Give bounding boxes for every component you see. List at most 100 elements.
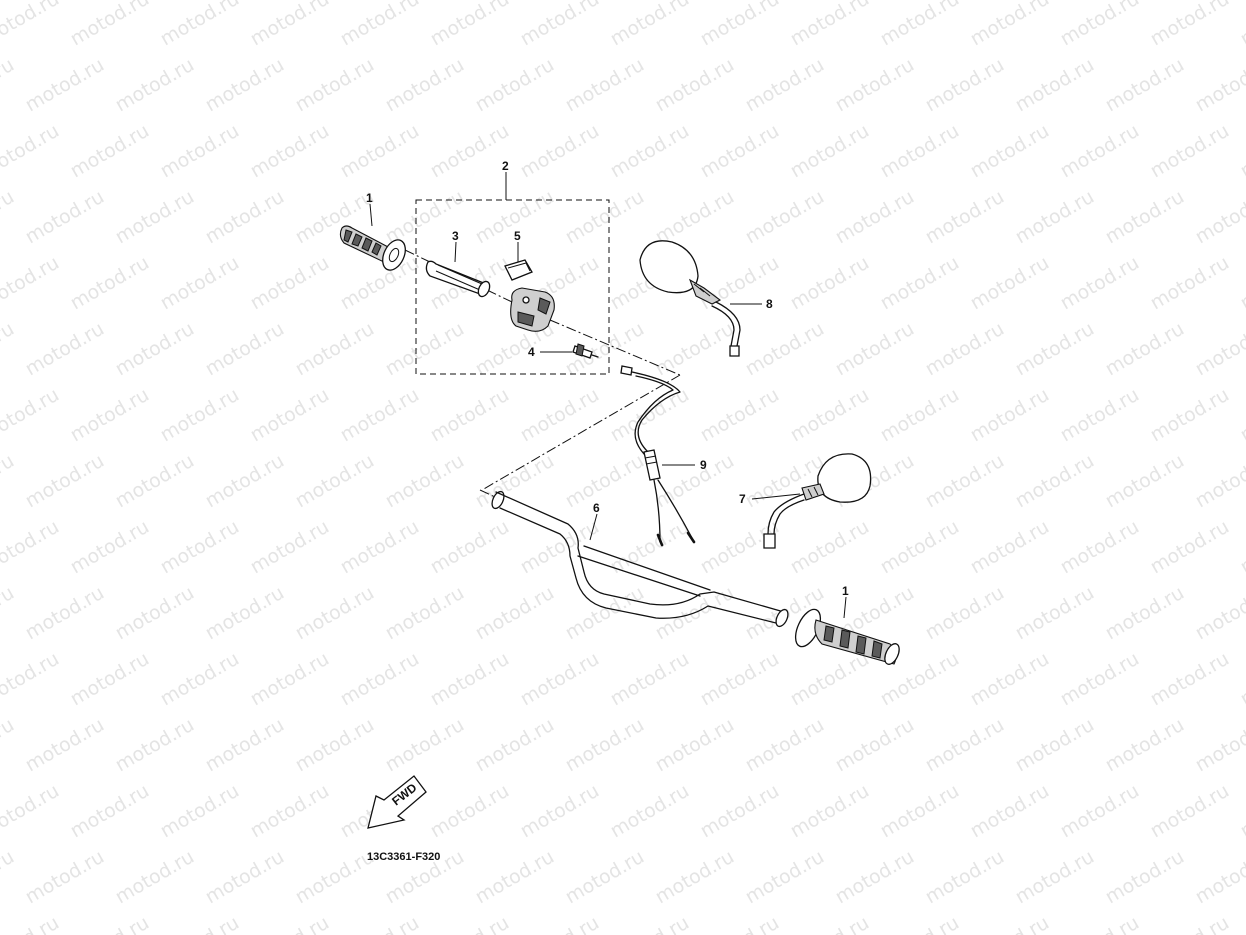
watermark-text: motod.ru bbox=[1102, 714, 1188, 777]
watermark-text: motod.ru bbox=[202, 582, 288, 645]
watermark-text: motod.ru bbox=[382, 714, 468, 777]
watermark-text: motod.ru bbox=[0, 846, 18, 909]
watermark-text: motod.ru bbox=[517, 780, 603, 843]
watermark-text: motod.ru bbox=[787, 384, 873, 447]
watermark-text: motod.ru bbox=[67, 252, 153, 315]
watermark-text: motod.ru bbox=[967, 516, 1053, 579]
watermark-text: motod.ru bbox=[1102, 318, 1188, 381]
watermark-text: motod.ru bbox=[742, 714, 828, 777]
watermark-text: motod.ru bbox=[427, 780, 513, 843]
watermark-text: motod.ru bbox=[1102, 186, 1188, 249]
throttle-housing[interactable] bbox=[510, 287, 555, 332]
watermark-text: motod.ru bbox=[22, 582, 108, 645]
watermark-text: motod.ru bbox=[877, 384, 963, 447]
watermark-text: motod.ru bbox=[427, 384, 513, 447]
right-grip[interactable] bbox=[790, 606, 902, 667]
watermark-text: motod.ru bbox=[967, 780, 1053, 843]
watermark-text: motod.ru bbox=[0, 0, 63, 50]
watermark-text: motod.ru bbox=[157, 780, 243, 843]
watermark-text: motod.ru bbox=[607, 648, 693, 711]
watermark-text: motod.ru bbox=[877, 912, 963, 935]
watermark-text: motod.ru bbox=[967, 252, 1053, 315]
watermark-text: motod.ru bbox=[832, 54, 918, 117]
callout-mirror-left: 7 bbox=[739, 492, 746, 506]
watermark-text: motod.ru bbox=[427, 0, 513, 50]
watermark-text: motod.ru bbox=[292, 582, 378, 645]
watermark-text: motod.ru bbox=[1102, 450, 1188, 513]
watermark-text: motod.ru bbox=[22, 714, 108, 777]
watermark-text: motod.ru bbox=[697, 780, 783, 843]
watermark-text: motod.ru bbox=[1237, 648, 1246, 711]
watermark-text: motod.ru bbox=[1102, 582, 1188, 645]
assembly-centerlines bbox=[404, 249, 681, 498]
grip-cap[interactable] bbox=[504, 259, 533, 281]
watermark-text: motod.ru bbox=[517, 384, 603, 447]
watermark-text: motod.ru bbox=[697, 648, 783, 711]
watermark-text: motod.ru bbox=[427, 648, 513, 711]
watermark-text: motod.ru bbox=[0, 384, 63, 447]
watermark-text: motod.ru bbox=[472, 54, 558, 117]
throttle-cable[interactable] bbox=[631, 371, 696, 547]
watermark-text: motod.ru bbox=[67, 120, 153, 183]
watermark-text: motod.ru bbox=[652, 846, 738, 909]
watermark-text: motod.ru bbox=[157, 0, 243, 50]
handlebar[interactable] bbox=[490, 490, 791, 629]
watermark-text: motod.ru bbox=[22, 846, 108, 909]
watermark-text: motod.ru bbox=[1237, 384, 1246, 447]
watermark-text: motod.ru bbox=[1237, 912, 1246, 935]
watermark-text: motod.ru bbox=[247, 384, 333, 447]
watermark-text: motod.ru bbox=[67, 780, 153, 843]
watermark-text: motod.ru bbox=[787, 0, 873, 50]
watermark-text: motod.ru bbox=[112, 582, 198, 645]
watermark-text: motod.ru bbox=[967, 912, 1053, 935]
watermark-text: motod.ru bbox=[1192, 846, 1246, 909]
watermark-text: motod.ru bbox=[0, 252, 63, 315]
watermark-text: motod.ru bbox=[1057, 912, 1143, 935]
watermark-text: motod.ru bbox=[202, 318, 288, 381]
watermark-text: motod.ru bbox=[112, 450, 198, 513]
watermark-text: motod.ru bbox=[697, 384, 783, 447]
diagram-code: 13C3361-F320 bbox=[367, 851, 440, 863]
callouts: 1 2 3 5 4 8 9 7 6 1 bbox=[366, 159, 849, 598]
left-grip[interactable] bbox=[339, 225, 409, 274]
watermark-text: motod.ru bbox=[427, 912, 513, 935]
mirror-left[interactable] bbox=[763, 453, 872, 549]
watermark-text: motod.ru bbox=[1057, 516, 1143, 579]
watermark-text: motod.ru bbox=[1237, 120, 1246, 183]
watermark-text: motod.ru bbox=[472, 450, 558, 513]
watermark-text: motod.ru bbox=[517, 0, 603, 50]
watermark-text: motod.ru bbox=[967, 384, 1053, 447]
watermark-text: motod.ru bbox=[1192, 714, 1246, 777]
watermark-text: motod.ru bbox=[247, 120, 333, 183]
callout-grip-left: 1 bbox=[366, 191, 373, 205]
watermark-text: motod.ru bbox=[922, 846, 1008, 909]
watermark-text: motod.ru bbox=[517, 120, 603, 183]
throttle-sleeve[interactable] bbox=[425, 260, 492, 298]
watermark-text: motod.ru bbox=[787, 912, 873, 935]
watermark-text: motod.ru bbox=[1237, 252, 1246, 315]
watermark-text: motod.ru bbox=[337, 120, 423, 183]
watermark-text: motod.ru bbox=[1147, 780, 1233, 843]
watermark-text: motod.ru bbox=[877, 780, 963, 843]
watermark-text: motod.ru bbox=[337, 384, 423, 447]
watermark-text: motod.ru bbox=[607, 0, 693, 50]
callout-handlebar: 6 bbox=[593, 501, 600, 515]
watermark-text: motod.ru bbox=[607, 120, 693, 183]
watermark-text: motod.ru bbox=[652, 318, 738, 381]
watermark-text: motod.ru bbox=[562, 54, 648, 117]
watermark-text: motod.ru bbox=[1147, 252, 1233, 315]
watermark-text: motod.ru bbox=[787, 516, 873, 579]
watermark-text: motod.ru bbox=[832, 318, 918, 381]
watermark-text: motod.ru bbox=[742, 54, 828, 117]
watermark-text: motod.ru bbox=[562, 450, 648, 513]
watermark-text: motod.ru bbox=[1147, 648, 1233, 711]
watermark-text: motod.ru bbox=[292, 450, 378, 513]
watermark-text: motod.ru bbox=[202, 54, 288, 117]
watermark-text: motod.ru bbox=[652, 714, 738, 777]
watermark-text: motod.ru bbox=[112, 714, 198, 777]
mirror-right[interactable] bbox=[639, 240, 741, 357]
watermark-text: motod.ru bbox=[472, 714, 558, 777]
watermark-text: motod.ru bbox=[1147, 0, 1233, 50]
watermark-text: motod.ru bbox=[922, 450, 1008, 513]
cable-adjuster[interactable] bbox=[572, 343, 599, 359]
